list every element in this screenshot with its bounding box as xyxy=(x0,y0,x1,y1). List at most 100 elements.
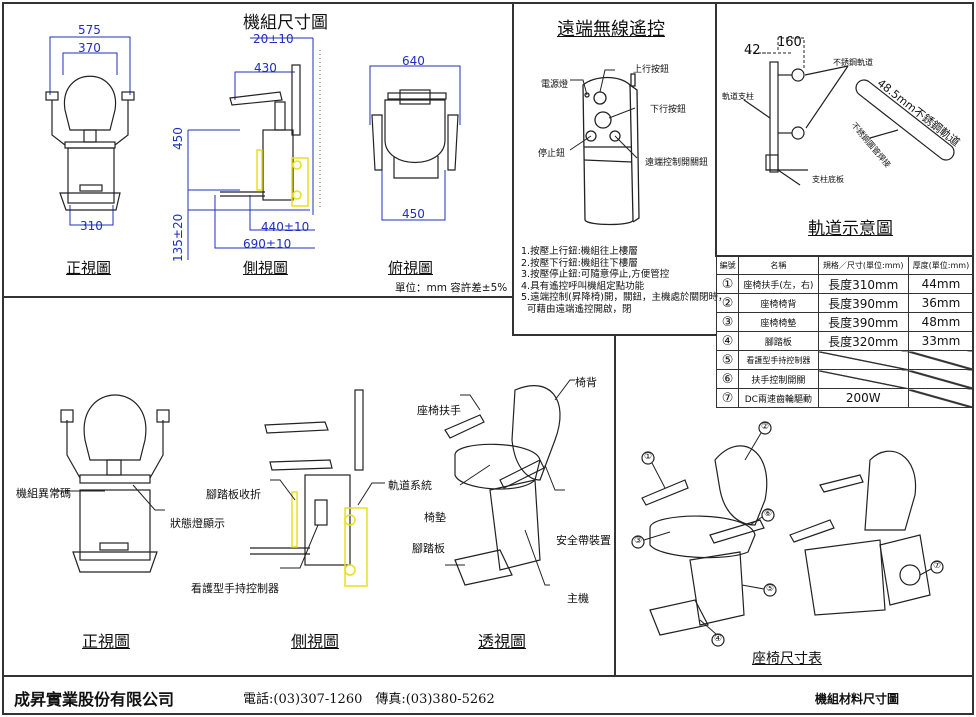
divider-remote-bottom xyxy=(512,334,716,336)
dim-top-inner-width: 450 xyxy=(402,207,425,221)
row-thickness: 48mm xyxy=(907,312,975,332)
label-footrest: 腳踏板 xyxy=(412,542,445,555)
row-no: ② xyxy=(715,293,740,313)
label-status-light: 狀態燈顯示 xyxy=(170,517,225,530)
row-spec: 長度390mm xyxy=(817,312,909,332)
row-no: ⑦ xyxy=(715,388,740,408)
spec-table-header: 編號 名稱 規格／尺寸(單位:mm) 厚度(單位:mm) xyxy=(715,256,975,275)
dim-top-width: 640 xyxy=(402,54,425,68)
remote-label-remote-switch: 遠端控制開關鈕 xyxy=(645,158,709,168)
row-no: ⑤ xyxy=(715,350,740,370)
components-front-caption: 正視圖 xyxy=(82,632,131,651)
front-view-drawing xyxy=(45,36,135,226)
spec-table: 編號 名稱 規格／尺寸(單位:mm) 厚度(單位:mm) ① 座椅扶手(左，右)… xyxy=(715,256,975,408)
seat-marker-1: ① xyxy=(644,452,653,462)
seat-marker-3: ③ xyxy=(634,536,643,546)
label-footrest-fold: 腳踏板收折 xyxy=(206,488,261,501)
divider-remote-left xyxy=(512,2,514,336)
label-track-system: 軌道系統 xyxy=(388,479,432,492)
divider-top-left-bottom xyxy=(2,296,514,298)
row-spec: 長度390mm xyxy=(817,293,909,313)
row-no: ⑥ xyxy=(715,369,740,389)
row-thickness-empty xyxy=(907,369,975,389)
dimensions-title: 機組尺寸圖 xyxy=(243,13,328,33)
remote-notes: 1.按壓上行鈕:機組往上樓層 2.按壓下行鈕:機組往下樓層 3.按壓停止鈕:可隨… xyxy=(521,246,727,315)
remote-note: 5.遠端控制(昇降椅)開，關鈕，主機處於關閉時， xyxy=(521,292,728,303)
remote-title: 遠端無線遙控 xyxy=(557,19,665,40)
seat-marker-4: ④ xyxy=(714,634,723,644)
row-thickness-empty xyxy=(907,350,975,370)
components-front-drawing xyxy=(53,394,170,573)
track-label-rail: 不銹鋼軌道 xyxy=(833,58,873,67)
seat-marker-5: ⑤ xyxy=(766,584,775,594)
dim-front-outer-width: 575 xyxy=(78,23,101,37)
track-drawing xyxy=(743,37,955,186)
row-thickness: 44mm xyxy=(907,274,975,294)
row-no: ① xyxy=(715,274,740,294)
remote-note: 3.按壓停止鈕:可隨意停止,方便管控 xyxy=(521,269,670,280)
row-spec: 200W xyxy=(817,388,909,408)
seat-marker-6: ⑥ xyxy=(764,509,773,519)
dim-side-wall-gap: 20±10 xyxy=(253,32,294,46)
dim-side-rail-to-footrest: 440±10 xyxy=(261,220,310,234)
top-view-drawing xyxy=(369,65,461,221)
row-thickness-empty xyxy=(907,388,975,408)
side-view-drawing xyxy=(187,37,321,260)
table-row: ④ 腳踏板 長度320mm 33mm xyxy=(715,331,975,351)
track-dim-spacing: 160 xyxy=(777,35,802,50)
remote-label-stop-button: 停止鈕 xyxy=(538,149,566,159)
row-spec-empty xyxy=(817,369,909,389)
row-thickness: 33mm xyxy=(907,331,975,351)
row-thickness: 36mm xyxy=(907,293,975,313)
unit-note: 單位：mm 容許差±5% xyxy=(395,282,508,294)
label-seatbelt: 安全帶裝置 xyxy=(556,534,611,547)
divider-remote-right xyxy=(715,2,717,257)
header-spec: 規格／尺寸(單位:mm) xyxy=(817,256,909,275)
dim-side-seat-height: 450 xyxy=(171,127,185,150)
row-name: 座椅扶手(左，右) xyxy=(738,274,819,294)
table-row: ③ 座椅椅墊 長度390mm 48mm xyxy=(715,312,975,332)
company-name: 成昇實業股份有限公司 xyxy=(14,690,175,709)
table-row: ⑤ 看護型手持控制器 xyxy=(715,350,975,370)
dim-side-total-depth: 690±10 xyxy=(243,237,292,251)
seat-chart-caption: 座椅尺寸表 xyxy=(752,651,822,667)
front-view-caption: 正視圖 xyxy=(66,259,112,277)
components-side-caption: 側視圖 xyxy=(291,632,340,651)
dim-side-seat-depth: 430 xyxy=(254,61,277,75)
header-no: 編號 xyxy=(715,256,740,275)
row-spec: 長度320mm xyxy=(817,331,909,351)
remote-note: 4.具有遙控呼叫機組定點功能 xyxy=(521,280,645,292)
table-row: ② 座椅椅背 長度390mm 36mm xyxy=(715,293,975,313)
table-row: ⑦ DC兩速齒輪驅動 200W xyxy=(715,388,975,408)
row-no: ③ xyxy=(715,312,740,332)
remote-label-down-button: 下行按鈕 xyxy=(650,105,687,115)
header-name: 名稱 xyxy=(738,256,819,275)
divider-footer xyxy=(2,675,974,677)
top-view-caption: 俯視圖 xyxy=(388,259,434,277)
label-backrest: 椅背 xyxy=(575,376,597,389)
row-name: 扶手控制開關 xyxy=(738,369,819,389)
header-thickness: 厚度(單位:mm) xyxy=(907,256,975,275)
components-side-drawing xyxy=(250,389,385,587)
table-row: ① 座椅扶手(左，右) 長度310mm 44mm xyxy=(715,274,975,294)
dim-front-footrest-width: 310 xyxy=(80,219,103,233)
seat-chart-drawing xyxy=(631,421,944,647)
remote-note: 可藉由遠端遙控開啟，閉 xyxy=(521,303,632,315)
remote-drawing xyxy=(569,69,640,226)
dim-front-back-width: 370 xyxy=(78,41,101,55)
label-cushion: 椅墊 xyxy=(424,511,446,524)
remote-note: 2.按壓下行鈕:機組往下樓層 xyxy=(521,257,638,269)
remote-note: 1.按壓上行鈕:機組往上樓層 xyxy=(521,246,638,257)
row-name: 看護型手持控制器 xyxy=(738,350,819,370)
label-main-unit: 主機 xyxy=(567,592,589,605)
table-row: ⑥ 扶手控制開關 xyxy=(715,369,975,389)
label-armrest: 座椅扶手 xyxy=(417,404,461,417)
row-spec-empty xyxy=(817,350,909,370)
label-handheld: 看護型手持控制器 xyxy=(191,582,279,595)
remote-label-up-button: 上行按鈕 xyxy=(633,65,670,75)
row-spec: 長度310mm xyxy=(817,274,909,294)
row-name: 腳踏板 xyxy=(738,331,819,351)
track-title: 軌道示意圖 xyxy=(808,219,893,239)
row-no: ④ xyxy=(715,331,740,351)
track-label-base: 支柱底板 xyxy=(812,175,844,184)
